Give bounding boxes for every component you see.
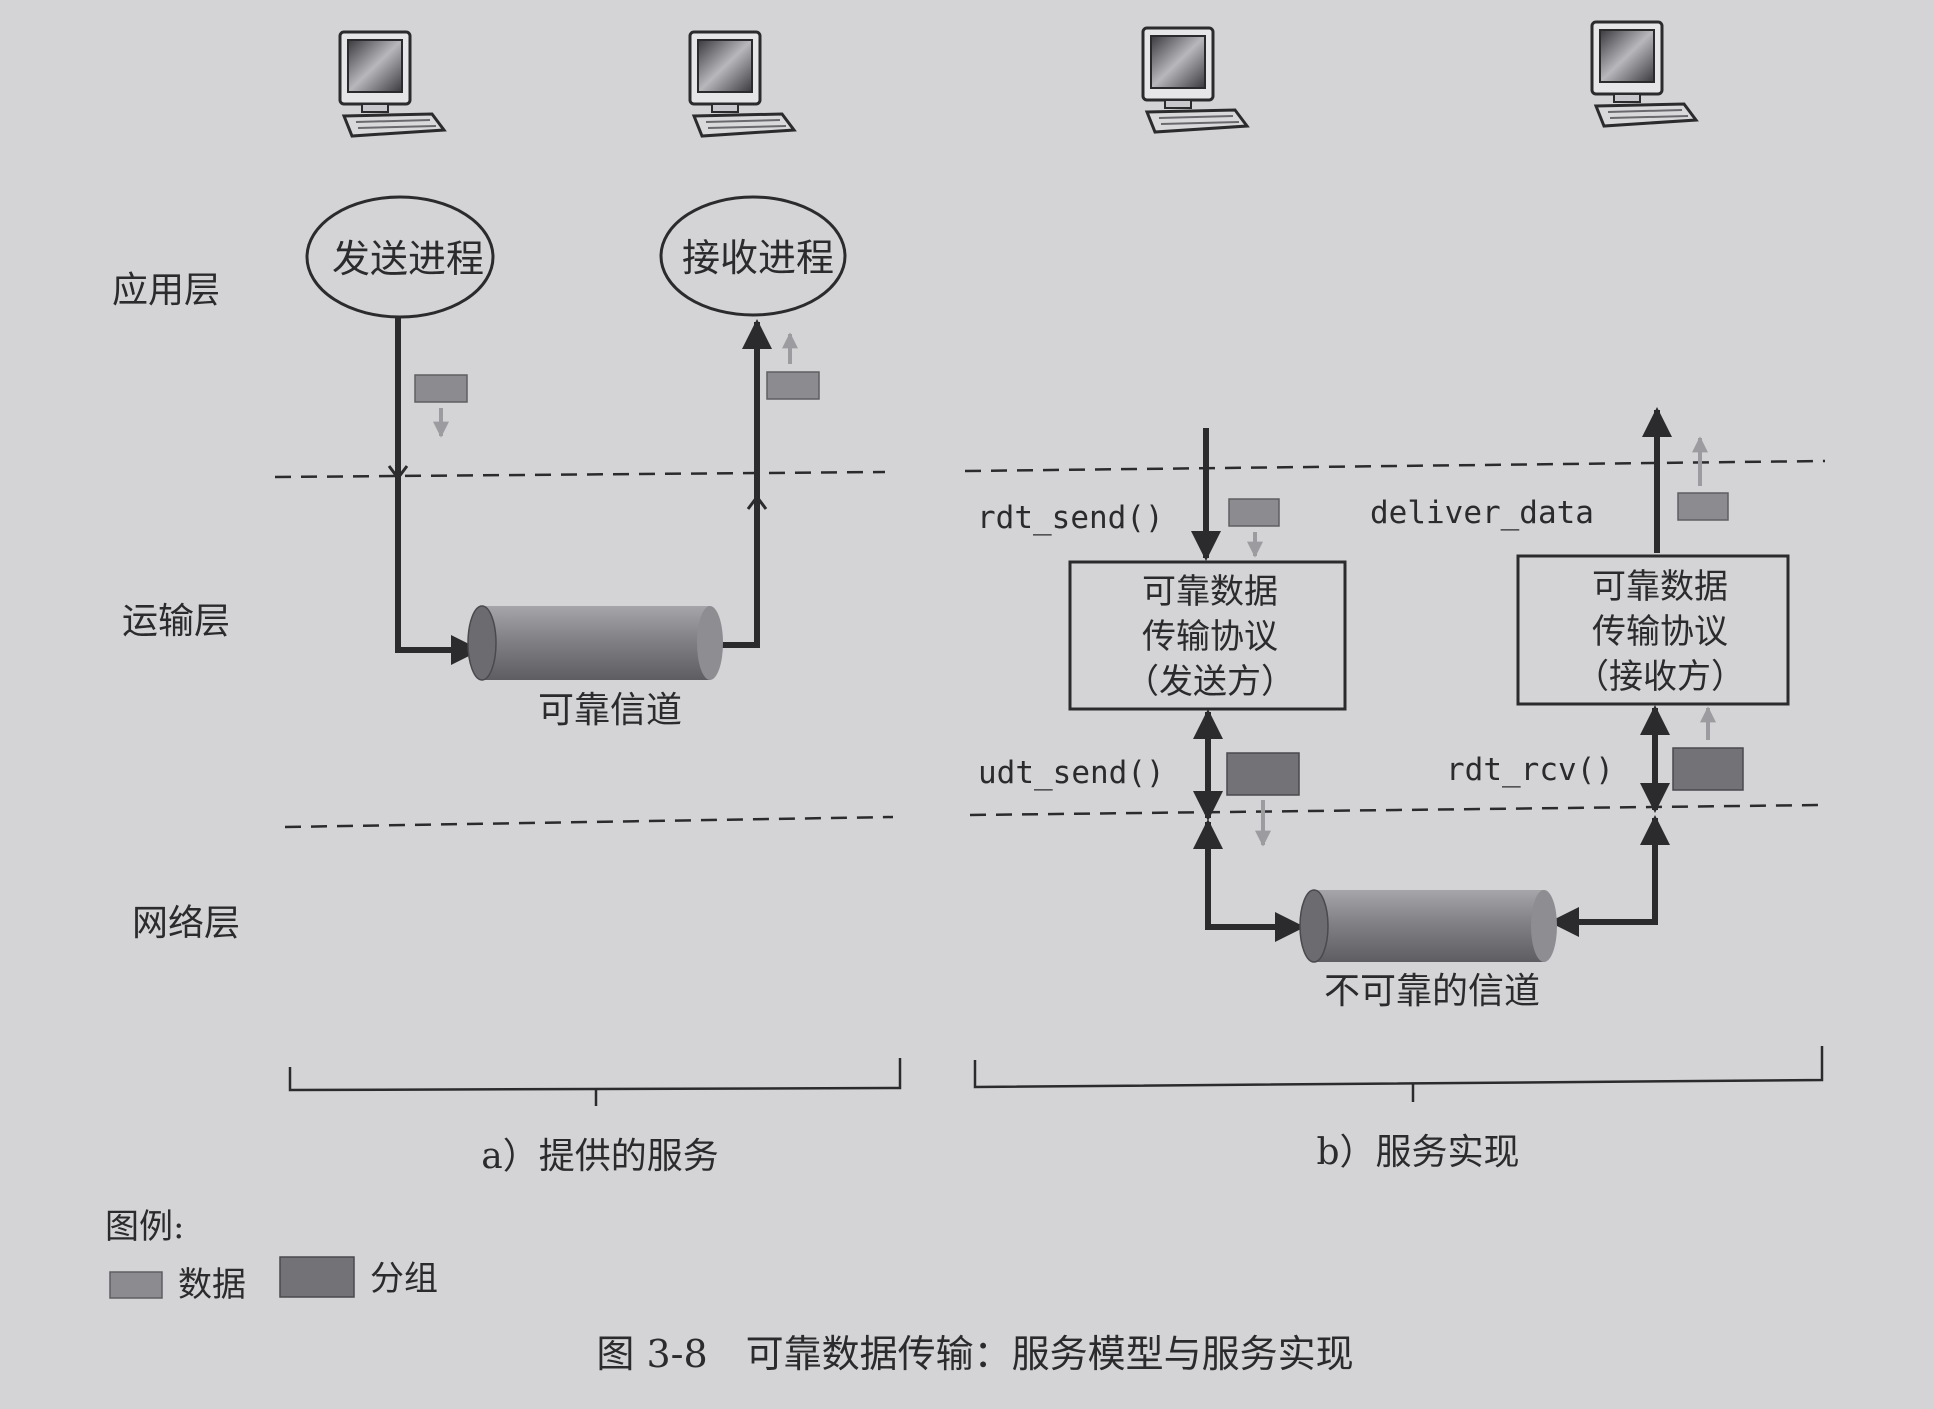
sender-path-arrow [395,318,481,665]
unreliable-channel-label: 不可靠的信道 [1324,971,1540,1012]
boundary-app-transport-b [964,459,1826,473]
caption-b: b）服务实现 [1316,1132,1519,1173]
udt-send-label: udt_send() [978,755,1165,791]
receiver-crossing-chevron [746,494,768,510]
data-block-receiver [766,371,820,400]
rdt-sender-box-line1: 可靠数据 [1142,572,1278,612]
sender-crossing-chevron [387,465,409,481]
boundary-transport-network-b [969,803,1823,817]
rdt-sender-box [1068,560,1347,711]
receiver-process-label: 接收进程 [682,236,834,280]
receiver-network-path [1549,815,1670,937]
data-block-sender-b [1228,498,1280,527]
legend-title: 图例: [105,1207,184,1247]
boundary-transport-network-a [284,815,894,829]
receiver-path-arrow [713,319,772,648]
rdt-receiver-box [1516,554,1790,706]
data-block-sender [414,374,468,403]
legend-packet-label: 分组 [370,1259,438,1299]
rdt-sender-box-line2: 传输协议 [1142,617,1278,657]
layer-label-transport: 运输层 [122,601,230,642]
bracket-b [973,1046,1824,1089]
figure-caption: 图 3-8 可靠数据传输：服务模型与服务实现 [596,1332,1353,1376]
sender-process-label: 发送进程 [332,237,484,281]
data-block-receiver-b [1677,492,1729,521]
packet-block-sender [1226,752,1300,796]
caption-a: a）提供的服务 [481,1136,718,1177]
receiver-process-ellipse [659,195,847,317]
rdt-rcv-label: rdt_rcv() [1446,752,1614,788]
rdt-receiver-box-line3: （接收方） [1575,657,1745,697]
rdt-receiver-box-line1: 可靠数据 [1592,567,1728,607]
legend-packet-swatch [279,1256,355,1298]
computer-icon [338,30,446,138]
computer-icon [688,30,796,138]
deliver-data-label: deliver_data [1370,495,1594,531]
legend-data-swatch [109,1271,163,1299]
reliable-channel-pipe [467,605,723,681]
sender-process-ellipse [305,195,495,319]
unreliable-channel-pipe [1299,889,1557,963]
layer-label-application: 应用层 [112,270,220,311]
reliable-channel-label: 可靠信道 [538,690,682,731]
layer-label-network: 网络层 [132,903,240,944]
packet-block-receiver [1672,747,1744,791]
boundary-app-transport-a [274,470,886,479]
rdt-receiver-box-line2: 传输协议 [1592,612,1728,652]
computer-icon [1141,26,1249,134]
sender-network-path [1193,819,1305,942]
rdt-send-label: rdt_send() [977,500,1164,536]
rdt-sender-box-line3: （发送方） [1125,662,1295,702]
bracket-a [288,1058,902,1092]
computer-icon [1590,20,1698,128]
legend-data-label: 数据 [178,1265,246,1305]
